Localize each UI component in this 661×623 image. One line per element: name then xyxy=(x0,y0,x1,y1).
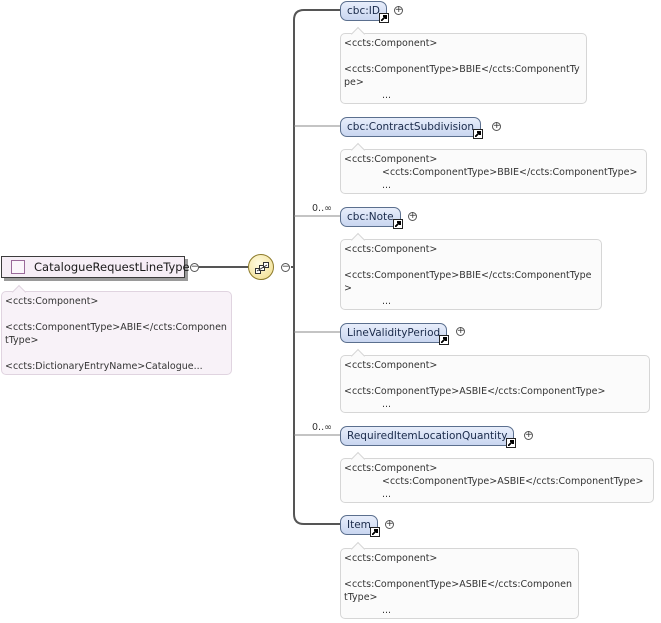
annotation-line: ... xyxy=(382,489,392,500)
annotation-line: <ccts:Component> xyxy=(344,244,438,255)
element-cbc-contract-subdivision[interactable]: cbc:ContractSubdivision xyxy=(340,117,484,139)
expand-toggle[interactable]: + xyxy=(385,519,394,529)
annotation-line: <ccts:ComponentType>ASBIE</ccts:Componen xyxy=(344,579,572,590)
expand-toggle[interactable]: + xyxy=(492,121,501,131)
element-annotation: <ccts:Component> <ccts:ComponentType>BBI… xyxy=(340,142,647,194)
element-line-validity-period[interactable]: LineValidityPeriod xyxy=(340,323,450,345)
element-annotation: <ccts:Component> <ccts:ComponentType>ASB… xyxy=(340,541,579,619)
sequence-icon xyxy=(255,262,269,274)
annotation-line: <ccts:ComponentType>ABIE</ccts:Componen xyxy=(5,322,227,333)
expand-toggle[interactable]: + xyxy=(408,211,417,221)
annotation-line: <ccts:ComponentType>BBIE</ccts:Component… xyxy=(344,270,592,281)
element-cbc-id[interactable]: cbc:ID xyxy=(340,1,389,23)
annotation-line: <ccts:DictionaryEntryName>Catalogue... xyxy=(5,361,203,372)
annotation-line xyxy=(5,308,228,321)
element-label: RequiredItemLocationQuantity xyxy=(347,430,508,442)
reference-arrow-icon xyxy=(369,527,380,537)
annotation-line: ... xyxy=(382,296,392,307)
annotation-line xyxy=(344,565,575,578)
sequence-collapse-toggle[interactable]: − xyxy=(281,262,290,272)
annotation-line: <ccts:Component> xyxy=(344,360,438,371)
element-cbc-note[interactable]: cbc:Note xyxy=(340,207,403,229)
element-annotation: <ccts:Component> <ccts:ComponentType>ASB… xyxy=(340,451,654,503)
annotation-line: tType> xyxy=(344,592,378,603)
element-label: cbc:Note xyxy=(347,211,394,223)
annotation-line: <ccts:Component> xyxy=(344,154,438,165)
annotation-line: ... xyxy=(382,399,392,410)
annotation-line xyxy=(344,50,583,63)
cardinality-label: 0..∞ xyxy=(312,422,332,433)
reference-arrow-icon xyxy=(506,438,517,448)
expand-toggle[interactable]: + xyxy=(456,326,465,336)
annotation-line: <ccts:Component> xyxy=(344,553,438,564)
cardinality-label: 0..∞ xyxy=(312,203,332,214)
annotation-line xyxy=(344,372,646,385)
root-element-label: CatalogueRequestLineType xyxy=(34,260,190,274)
element-required-item-location-quantity[interactable]: RequiredItemLocationQuantity xyxy=(340,426,517,448)
reference-arrow-icon xyxy=(473,129,484,139)
annotation-line: > xyxy=(344,283,352,294)
annotation-line xyxy=(344,256,598,269)
element-label: LineValidityPeriod xyxy=(347,327,441,339)
annotation-line: <ccts:Component> xyxy=(5,296,99,307)
annotation-line: <ccts:ComponentType>BBIE</ccts:Component… xyxy=(382,167,638,178)
annotation-line xyxy=(5,347,228,360)
expand-toggle[interactable]: + xyxy=(394,5,403,15)
root-element-box[interactable]: CatalogueRequestLineType xyxy=(1,256,190,278)
annotation-line: <ccts:ComponentType>ASBIE</ccts:Componen… xyxy=(344,386,606,397)
reference-arrow-icon xyxy=(378,13,389,23)
element-annotation: <ccts:Component> <ccts:ComponentType>BBI… xyxy=(340,232,602,310)
element-annotation: <ccts:Component> <ccts:ComponentType>ASB… xyxy=(340,348,650,413)
annotation-line: <ccts:ComponentType>BBIE</ccts:Component… xyxy=(344,64,580,75)
annotation-line: ... xyxy=(382,90,392,101)
annotation-line: <ccts:Component> xyxy=(344,463,438,474)
element-label: cbc:ID xyxy=(347,5,380,17)
complex-type-icon xyxy=(11,260,25,274)
element-label: Item xyxy=(347,519,371,531)
sequence-compositor[interactable] xyxy=(248,254,274,280)
annotation-line: ... xyxy=(382,605,392,616)
reference-arrow-icon xyxy=(439,335,450,345)
element-label: cbc:ContractSubdivision xyxy=(347,121,475,133)
element-annotation: <ccts:Component> <ccts:ComponentType>BBI… xyxy=(340,26,587,104)
element-item[interactable]: Item xyxy=(340,515,380,537)
reference-arrow-icon xyxy=(392,219,403,229)
root-annotation: <ccts:Component> <ccts:ComponentType>ABI… xyxy=(1,284,232,375)
annotation-line: ... xyxy=(382,180,392,191)
root-collapse-toggle[interactable]: − xyxy=(190,262,199,272)
expand-toggle[interactable]: + xyxy=(524,430,533,440)
annotation-line: pe> xyxy=(344,77,364,88)
annotation-line: <ccts:Component> xyxy=(344,38,438,49)
annotation-line: <ccts:ComponentType>ASBIE</ccts:Componen… xyxy=(382,476,644,487)
annotation-line: tType> xyxy=(5,335,39,346)
